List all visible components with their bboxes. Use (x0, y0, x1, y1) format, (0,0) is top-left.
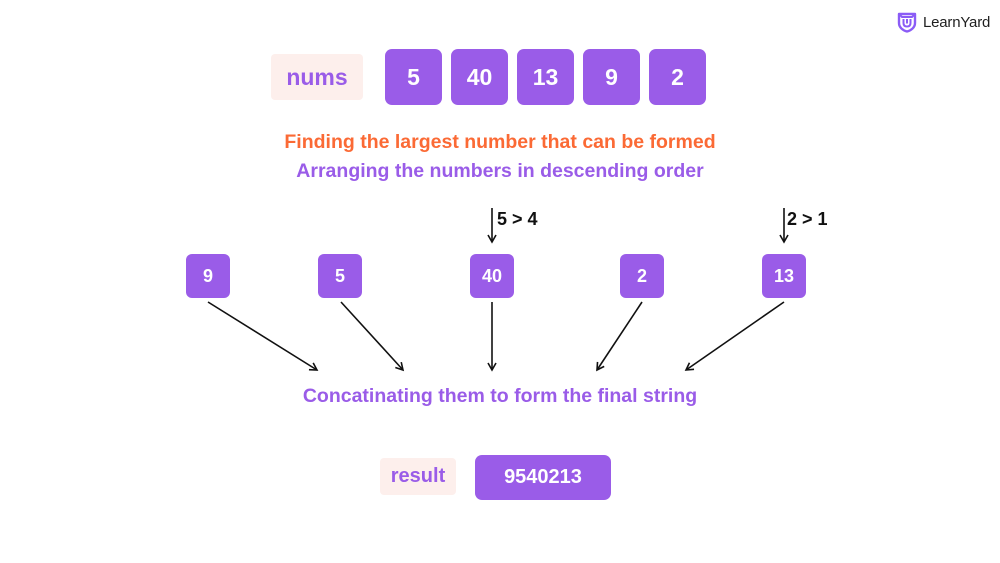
brand-name: LearnYard (923, 13, 991, 31)
nums-cell-4: 2 (649, 49, 706, 105)
sorted-cell-0: 9 (186, 254, 230, 298)
comparison-label-13: 2 > 1 (787, 209, 828, 229)
nums-cell-2: 13 (517, 49, 574, 105)
concat-step-heading: Concatinating them to form the final str… (302, 385, 698, 407)
nums-cell-0: 5 (385, 49, 442, 105)
result-value: 9540213 (475, 455, 611, 500)
sorted-cell-2: 40 (470, 254, 514, 298)
sorted-cell-3: 2 (620, 254, 664, 298)
concat-arrow-3 (596, 301, 643, 372)
sort-step-heading: Arranging the numbers in descending orde… (296, 160, 704, 182)
learnyard-logo: LearnYard (896, 11, 990, 33)
concat-arrow-1 (340, 301, 405, 372)
sorted-cell-1: 5 (318, 254, 362, 298)
nums-label: nums (271, 54, 363, 100)
sorted-cell-4: 13 (762, 254, 806, 298)
comparison-label-40: 5 > 4 (497, 209, 538, 229)
title-heading: Finding the largest number that can be f… (284, 131, 716, 153)
concat-arrow-0 (207, 301, 319, 371)
concat-arrow-4 (684, 301, 785, 371)
nums-cell-3: 9 (583, 49, 640, 105)
shield-logo-icon (897, 12, 917, 33)
nums-cell-1: 40 (451, 49, 508, 105)
result-label: result (380, 458, 456, 495)
